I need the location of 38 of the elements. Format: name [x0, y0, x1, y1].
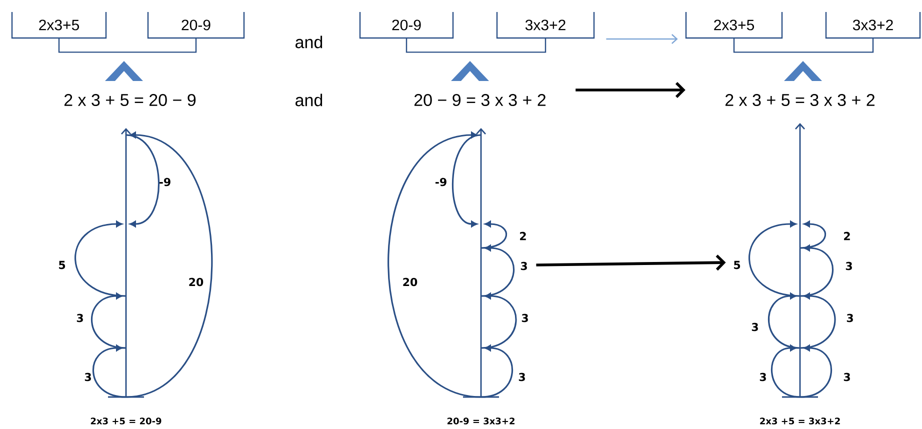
arrow [536, 254, 726, 271]
bracket-box: 2x3+5 [685, 12, 783, 39]
equation: 2 x 3 + 5 = 3 x 3 + 2 [726, 94, 874, 106]
bracket-box: 2x3+5 [11, 12, 107, 39]
jump-label: 3 [520, 262, 527, 270]
bracket-line [733, 38, 874, 53]
arrow [606, 34, 678, 44]
jump-label: 3 [760, 372, 766, 382]
equation: 2 x 3 + 5 = 20 − 9 [64, 94, 196, 106]
node-label: 2x3 +5 = 20-9 [90, 418, 162, 424]
connector-word: and [296, 36, 322, 48]
bracket-box: 3x3+2 [496, 12, 595, 39]
jump-label: 5 [734, 260, 740, 270]
jump-label: 3 [84, 372, 91, 382]
jump-label: 5 [59, 260, 66, 270]
jump-label: 3 [846, 262, 852, 270]
jump-label: -9 [436, 178, 446, 186]
bracket-line [58, 38, 197, 53]
node-label: 20-9 = 3x3+2 [447, 418, 514, 424]
jump-label: -9 [160, 178, 170, 186]
equation: 20 − 9 = 3 x 3 + 2 [414, 94, 546, 106]
bracket-box: 20-9 [147, 12, 245, 39]
jump-label: 3 [846, 314, 853, 322]
arrow [576, 82, 686, 98]
jump-label: 3 [76, 314, 83, 322]
jump-label: 3 [844, 372, 850, 382]
jump-label: 20 [189, 278, 204, 286]
bracket-box: 3x3+2 [825, 12, 921, 39]
node-label: 2x3 +5 = 3x3+2 [760, 418, 840, 424]
jump-label: 2 [844, 232, 850, 240]
jump-label: 2 [520, 232, 526, 240]
bracket-line [406, 38, 546, 53]
bracket-box: 20-9 [359, 12, 454, 39]
jump-label: 3 [518, 372, 525, 382]
connector-word: and [296, 94, 322, 106]
jump-label: 3 [522, 314, 528, 322]
jump-label: 3 [752, 322, 758, 332]
jump-label: 20 [403, 278, 418, 286]
